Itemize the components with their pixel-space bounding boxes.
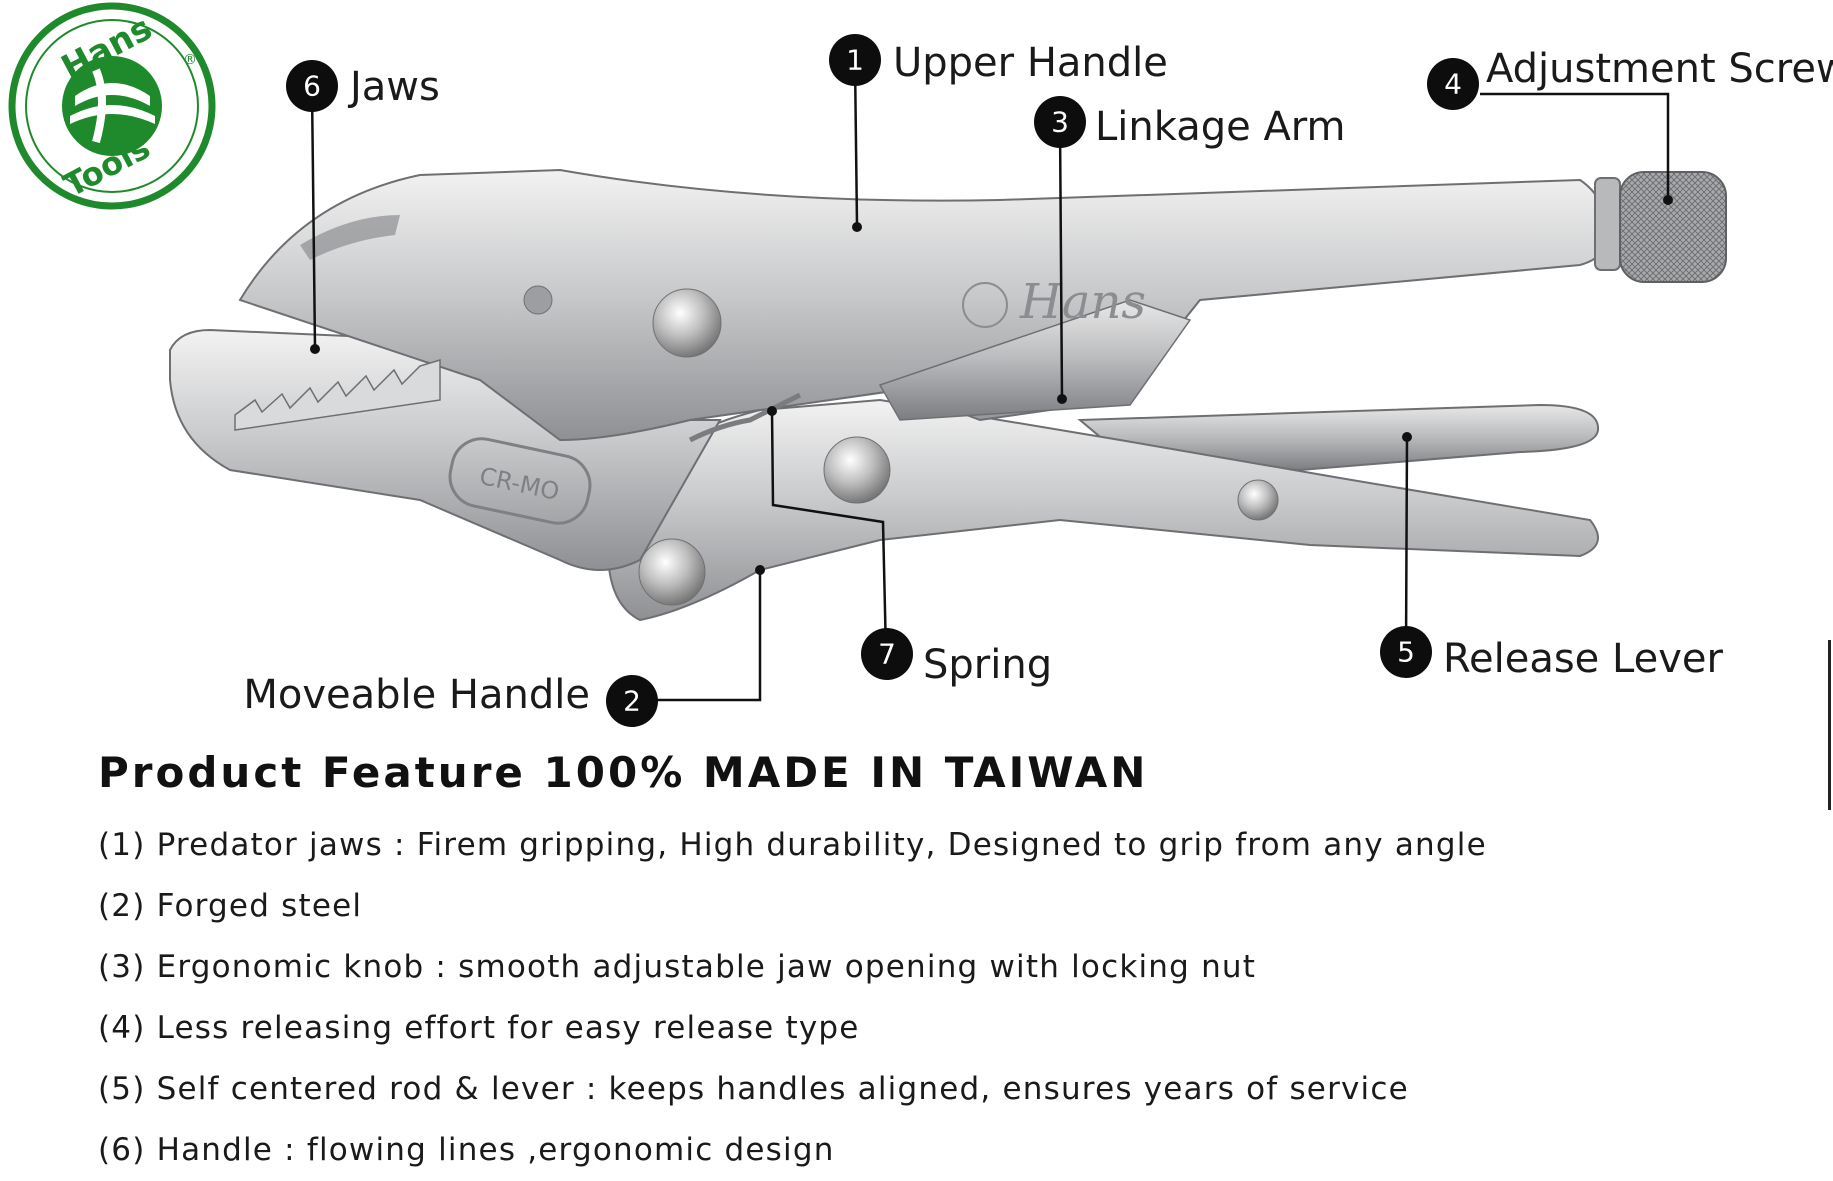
- callout-number: 2: [623, 685, 641, 718]
- callout-label: Adjustment Screw: [1486, 46, 1833, 92]
- callout-upper-handle: 1 Upper Handle: [829, 34, 1168, 86]
- callout-release-lever: 5 Release Lever: [1380, 626, 1723, 682]
- callout-label: Upper Handle: [893, 40, 1168, 86]
- callout-label: Jaws: [347, 64, 440, 110]
- feature-item: (5) Self centered rod & lever : keeps ha…: [98, 1071, 1409, 1107]
- release-lever-shape: [1077, 403, 1600, 472]
- pliers-diagram: Hans Tools ® Hans CR-MO: [8, 2, 1833, 727]
- leader-dots: [310, 195, 1673, 575]
- callout-number: 6: [303, 70, 321, 103]
- rivet: [652, 288, 722, 358]
- spring-shape: [688, 392, 802, 443]
- callout-jaws: 6 Jaws: [286, 60, 440, 112]
- adjustment-screw-knob: [1619, 171, 1727, 283]
- callout-label: Release Lever: [1443, 636, 1723, 682]
- callout-number: 1: [846, 44, 864, 77]
- rivet: [823, 436, 891, 504]
- feature-item: (6) Handle : flowing lines ,ergonomic de…: [98, 1132, 835, 1168]
- callout-number: 7: [878, 638, 896, 671]
- brand-engraving: Hans: [1019, 274, 1146, 330]
- locking-pliers: Hans CR-MO: [169, 168, 1727, 622]
- callout-adjustment-screw: 4 Adjustment Screw: [1427, 46, 1833, 110]
- callout-label: Linkage Arm: [1095, 104, 1346, 150]
- callout-label: Moveable Handle: [243, 672, 590, 718]
- logo-registered-mark: ®: [183, 52, 197, 68]
- features-title: Product Feature 100% MADE IN TAIWAN: [98, 748, 1149, 797]
- features-list: (1) Predator jaws : Firem gripping, High…: [98, 815, 1798, 1181]
- rivet: [638, 538, 706, 606]
- leader-lines: [310, 61, 1670, 702]
- callout-number: 3: [1051, 106, 1069, 139]
- callout-linkage-arm: 3 Linkage Arm: [1034, 96, 1346, 150]
- callout-number: 4: [1444, 68, 1462, 101]
- feature-item: (4) Less releasing effort for easy relea…: [98, 1010, 860, 1046]
- feature-item: (2) Forged steel: [98, 888, 363, 924]
- rivet: [1237, 479, 1279, 521]
- rivet: [523, 285, 553, 315]
- callout-spring: 7 Spring: [861, 628, 1052, 688]
- feature-item: (3) Ergonomic knob : smooth adjustable j…: [98, 949, 1257, 985]
- product-features: Product Feature 100% MADE IN TAIWAN (1) …: [98, 748, 1798, 1181]
- callout-moveable-handle: 2 Moveable Handle: [243, 672, 658, 727]
- linkage-arm-shape: [878, 299, 1192, 421]
- edge-line: [1828, 640, 1831, 810]
- feature-item: (1) Predator jaws : Firem gripping, High…: [98, 827, 1487, 863]
- jaw-teeth: [234, 358, 441, 431]
- hans-tools-logo: Hans Tools ®: [8, 2, 216, 210]
- callout-number: 5: [1397, 636, 1415, 669]
- callout-label: Spring: [923, 642, 1052, 688]
- upper-handle-shape: [238, 168, 1607, 442]
